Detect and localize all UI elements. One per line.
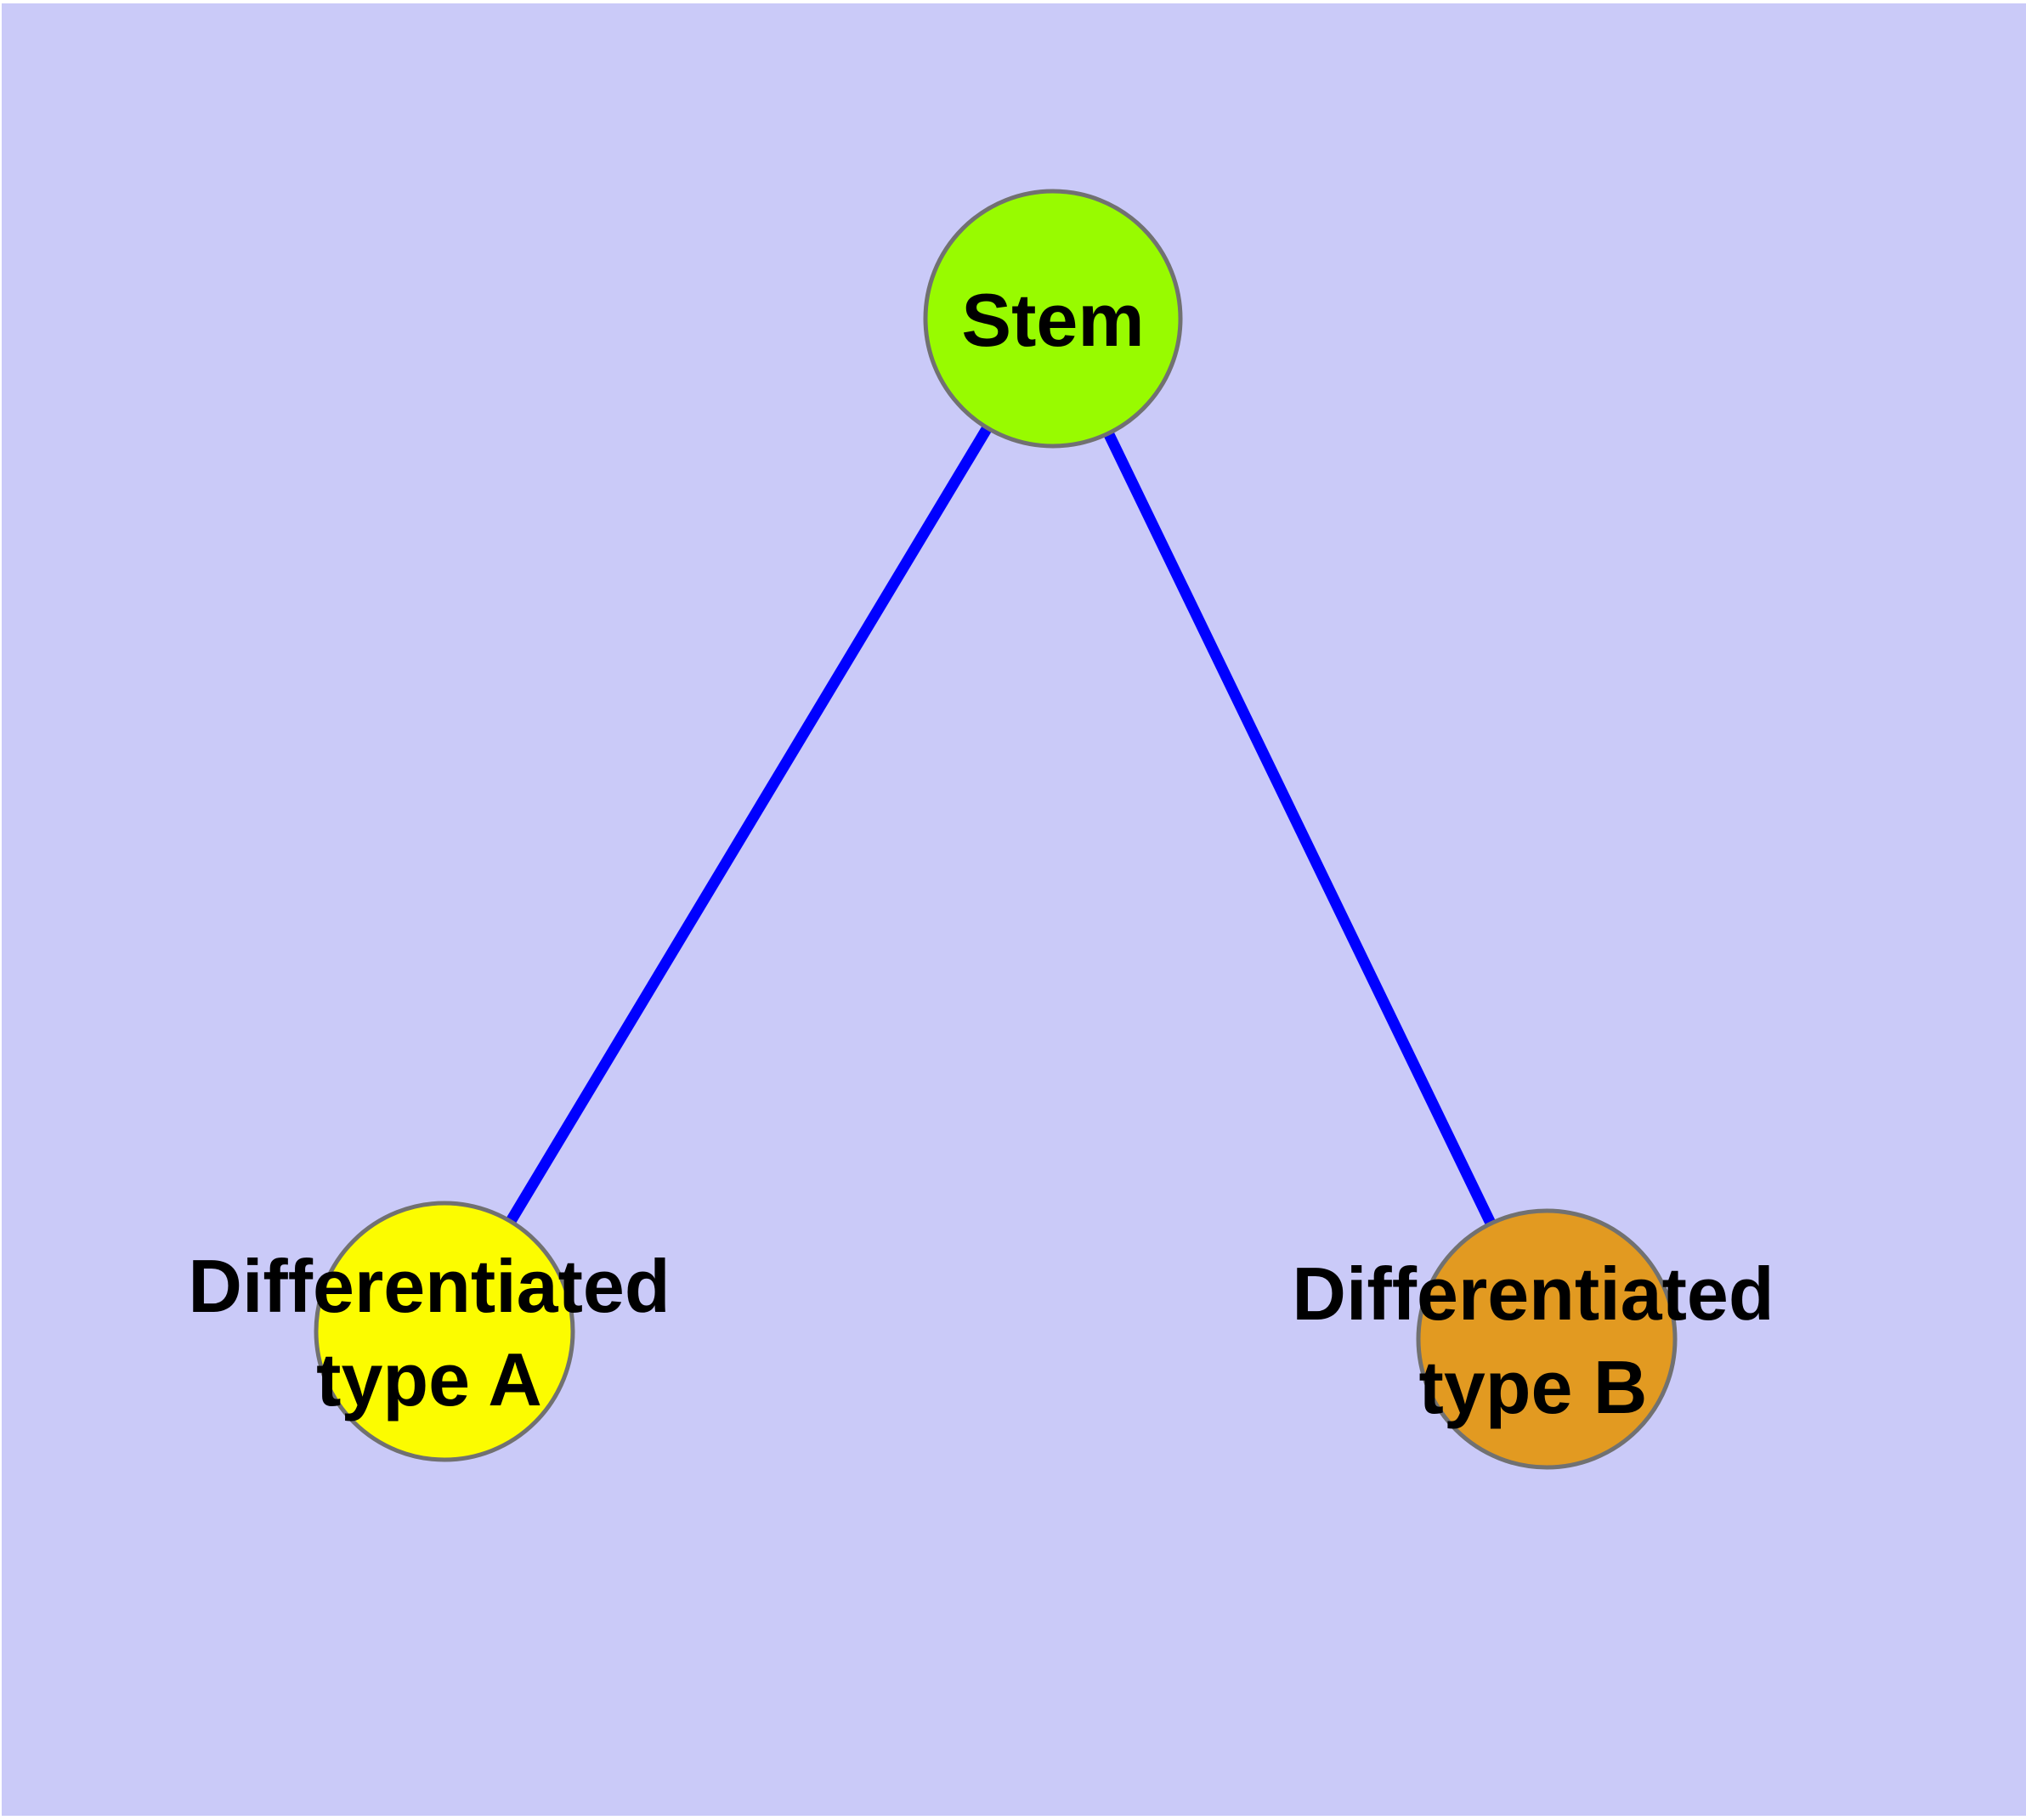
edge-stem-to-type-a [444,319,1053,1331]
node-type-b-label-line1: Differentiated [1292,1252,1774,1336]
node-type-a-label-line1: Differentiated [188,1244,670,1328]
graph-canvas: Stem Differentiated type A Differentiate… [2,3,2026,1820]
node-type-a-label-line2: type A [316,1337,542,1422]
plot-background: Stem Differentiated type A Differentiate… [2,3,2026,1816]
node-type-b-label-line2: type B [1419,1345,1648,1429]
node-stem-label: Stem [961,278,1144,362]
edge-stem-to-type-b [1053,319,1547,1339]
